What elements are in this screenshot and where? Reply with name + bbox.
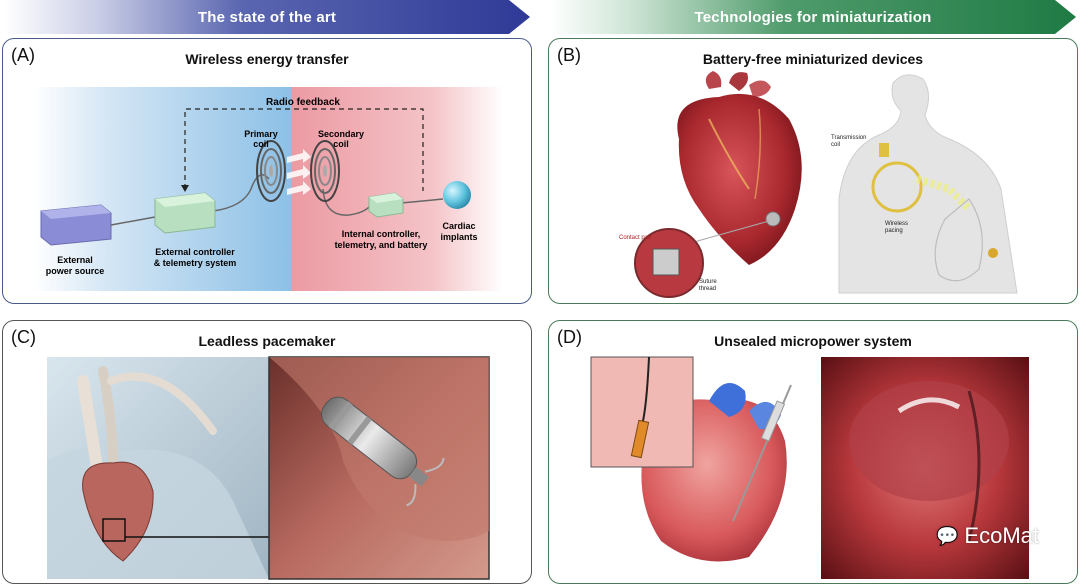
internal-controller-label-2: telemetry, and battery [335, 240, 428, 250]
secondary-coil-icon [310, 140, 340, 202]
zoom-box [102, 518, 126, 542]
radio-feedback-label: Radio feedback [266, 97, 340, 108]
aorta-blue [709, 383, 746, 417]
watermark-text: EcoMat [964, 523, 1039, 548]
panel-b: (B) Battery-free miniaturized devices Co… [548, 38, 1078, 304]
banner-state-of-the-art: The state of the art [4, 0, 530, 34]
secondary-coil-label-2: coil [333, 139, 349, 149]
external-controller-top [155, 193, 215, 207]
wire-3 [322, 188, 370, 216]
panel-a-title: Wireless energy transfer [185, 51, 349, 67]
watermark: 💬 EcoMat [936, 523, 1039, 549]
micropower-device-icon [630, 419, 650, 459]
wireless-energy-diagram: Radio feedback Primary coil [33, 87, 503, 291]
internal-controller-top [369, 193, 403, 203]
panel-d-label: (D) [557, 327, 582, 347]
heart-tissue-photo [849, 381, 1009, 501]
wireless-pacing-label-1: Wireless [885, 221, 908, 227]
body-silhouette [838, 74, 1018, 294]
energy-arrows-icon [287, 149, 311, 195]
wire-1 [110, 216, 156, 226]
lead-wire [642, 356, 650, 422]
wire-2 [212, 174, 270, 212]
diagram-background [33, 87, 503, 291]
external-power-label-1: External [57, 255, 93, 265]
panel-c-title: Leadless pacemaker [198, 333, 336, 349]
micropower-illustration [590, 356, 1029, 579]
panel-c-label: (C) [11, 327, 36, 347]
contact-pad-device [652, 248, 680, 276]
pacemaker-capsule-icon [321, 396, 445, 507]
external-controller-label-1: External controller [155, 247, 235, 257]
feedback-arrow-icon [181, 185, 189, 192]
cardiac-implant-icon [443, 181, 471, 209]
internal-controller-label-1: Internal controller, [342, 229, 421, 239]
external-power-top [41, 205, 111, 219]
external-controller-label-2: & telemetry system [154, 258, 237, 268]
primary-coil-label-1: Primary [244, 129, 278, 139]
suture-thread-label-2: thread [699, 286, 716, 292]
banner-left-text: The state of the art [197, 8, 337, 26]
panel-a: (A) Wireless energy transfer Radio feedb… [2, 38, 532, 304]
banner-technologies-miniaturization: Technologies for miniaturization [550, 0, 1076, 34]
implant-device-icon [988, 248, 998, 258]
banner-right-text: Technologies for miniaturization [694, 8, 932, 26]
primary-coil-icon [256, 140, 286, 202]
heart-illustration [677, 71, 802, 265]
panel-b-label: (B) [557, 45, 581, 65]
transmission-coil-label-1: Transmission [831, 135, 866, 141]
suture-thread-label-1: Suture [699, 279, 717, 285]
panel-b-title: Battery-free miniaturized devices [702, 51, 924, 67]
panel-c: (C) Leadless pacemaker [2, 320, 532, 584]
leadless-pacemaker-illustration [47, 356, 490, 580]
contact-pad-label: Contact pad [619, 235, 651, 241]
cardiac-implants-label-2: implants [440, 232, 477, 242]
coil-connector [879, 143, 889, 157]
wireless-pacing-label-2: pacing [885, 228, 903, 234]
secondary-coil-label-1: Secondary [318, 129, 364, 139]
transmission-coil-icon [871, 161, 923, 213]
external-power-label-2: power source [46, 266, 105, 276]
primary-coil-label-2: coil [253, 139, 269, 149]
wire-4 [400, 198, 444, 204]
syringe-icon [732, 384, 792, 522]
cardiac-implants-label-1: Cardiac [442, 221, 475, 231]
panel-a-label: (A) [11, 45, 35, 65]
radio-feedback-path [184, 108, 424, 191]
wireless-energy-beam [915, 175, 972, 212]
suture-line [967, 390, 981, 542]
panel-d-title: Unsealed micropower system [714, 333, 912, 349]
panel-d: (D) Unsealed micropower system [548, 320, 1078, 584]
transmission-coil-label-2: coil [831, 142, 840, 148]
wechat-icon: 💬 [935, 525, 959, 546]
battery-free-illustration: Contact pad Suture thread Transmission c… [619, 71, 1018, 298]
tissue-highlight [897, 397, 961, 414]
